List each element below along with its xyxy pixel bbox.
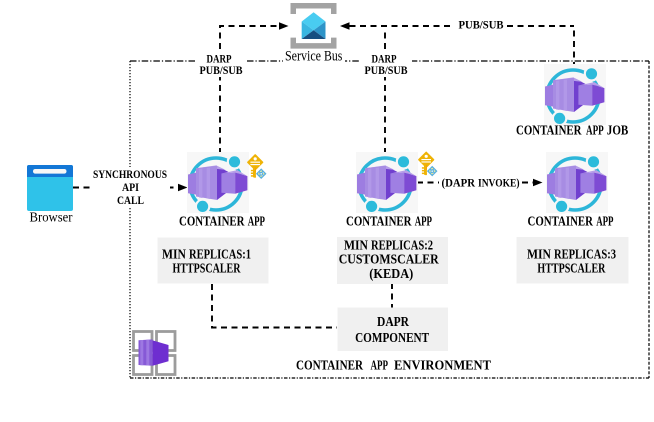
svg-text:MIN: MIN xyxy=(162,248,186,263)
svg-text:CONTAINER: CONTAINER xyxy=(346,214,412,229)
svg-text:(DAPR: (DAPR xyxy=(442,175,476,189)
svg-text:Bus: Bus xyxy=(324,49,343,65)
svg-text:PUB/SUB: PUB/SUB xyxy=(459,18,504,32)
svg-text:REPLICAS:2: REPLICAS:2 xyxy=(371,238,433,253)
svg-text:COMPONENT: COMPONENT xyxy=(355,331,430,346)
svg-text:CONTAINER: CONTAINER xyxy=(179,214,245,229)
svg-text:APP: APP xyxy=(415,214,432,229)
svg-text:CALL: CALL xyxy=(117,195,144,207)
svg-text:DARP: DARP xyxy=(207,52,232,66)
svg-text:DAPR: DAPR xyxy=(377,315,410,330)
svg-text:APP: APP xyxy=(596,214,613,229)
svg-text:SYNCHRONOUS: SYNCHRONOUS xyxy=(93,169,167,181)
svg-text:CONTAINER: CONTAINER xyxy=(516,123,582,138)
svg-text:HTTPSCALER: HTTPSCALER xyxy=(173,262,242,277)
svg-text:HTTPSCALER: HTTPSCALER xyxy=(537,262,606,277)
svg-text:JOB: JOB xyxy=(607,123,629,138)
svg-text:APP: APP xyxy=(248,214,265,229)
svg-text:PUB/SUB: PUB/SUB xyxy=(200,63,243,77)
svg-text:MIN: MIN xyxy=(344,238,368,253)
svg-text:PUB/SUB: PUB/SUB xyxy=(365,63,408,77)
svg-text:MIN: MIN xyxy=(527,248,551,263)
svg-text:REPLICAS:3: REPLICAS:3 xyxy=(554,248,616,263)
svg-text:API: API xyxy=(122,182,139,194)
svg-text:Service: Service xyxy=(285,49,321,65)
svg-text:REPLICAS:1: REPLICAS:1 xyxy=(189,248,251,263)
svg-text:INVOKE): INVOKE) xyxy=(478,175,520,189)
svg-text:(KEDA): (KEDA) xyxy=(369,267,413,282)
svg-text:CONTAINER: CONTAINER xyxy=(528,214,594,229)
svg-text:APP: APP xyxy=(586,123,604,138)
svg-text:ENVIRONMENT: ENVIRONMENT xyxy=(394,358,491,373)
svg-text:CONTAINER: CONTAINER xyxy=(296,358,363,373)
svg-text:DARP: DARP xyxy=(372,52,397,66)
svg-text:Browser: Browser xyxy=(30,211,73,226)
svg-text:APP: APP xyxy=(371,358,389,373)
svg-text:CUSTOMSCALER: CUSTOMSCALER xyxy=(339,253,440,268)
